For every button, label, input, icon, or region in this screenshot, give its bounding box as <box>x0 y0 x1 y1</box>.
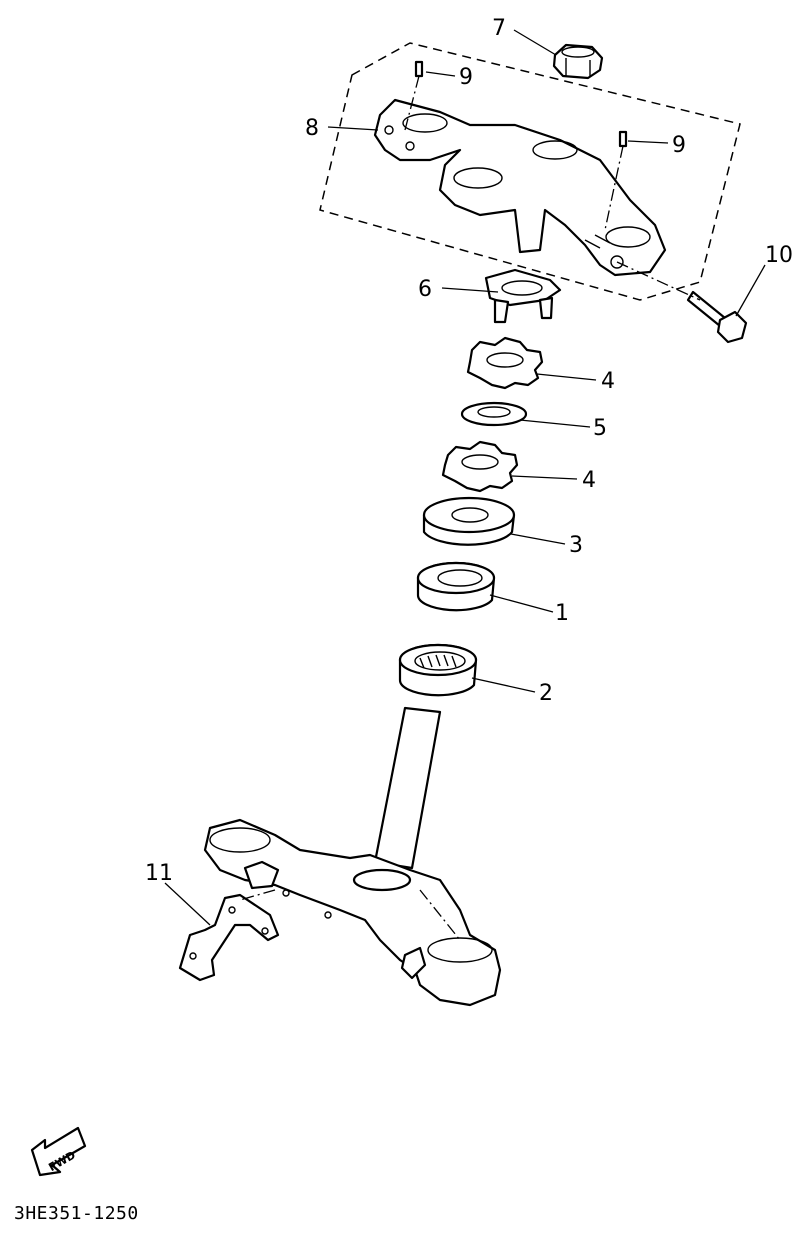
callout-7: 7 <box>492 16 506 41</box>
callout-3: 3 <box>569 533 583 558</box>
assembly-line-lower-bracket <box>419 889 461 941</box>
pin-part-9-right <box>618 130 628 148</box>
callout-11: 11 <box>145 861 173 886</box>
bolt-part-10 <box>686 290 748 344</box>
bracket-part-11 <box>178 893 280 982</box>
assembly-line-pin-right <box>604 145 624 231</box>
callout-6: 6 <box>418 277 432 302</box>
cap-nut-part-7 <box>552 43 604 80</box>
callout-2: 2 <box>539 681 553 706</box>
assembly-line-pin-left <box>404 75 420 131</box>
pin-part-9-left <box>414 60 424 78</box>
fwd-arrow-icon: FWD <box>30 1126 87 1177</box>
lock-washer-part-6 <box>484 268 562 324</box>
callout-8: 8 <box>305 116 319 141</box>
callout-10: 10 <box>765 243 793 268</box>
leader-lines <box>164 29 766 926</box>
upper-bracket-part-8 <box>373 98 667 277</box>
bearing-part-2 <box>398 643 478 697</box>
callout-9-right: 9 <box>672 133 686 158</box>
steering-stem-lower-bracket <box>203 706 502 1007</box>
ring-nut-part-4-lower <box>441 440 519 493</box>
callout-4-lower: 4 <box>582 468 596 493</box>
drawing-code: 3HE351-1250 <box>14 1203 139 1224</box>
callout-1: 1 <box>555 601 569 626</box>
callout-5: 5 <box>593 416 607 441</box>
ring-nut-part-4-upper <box>466 336 544 390</box>
assembly-line-bracket-11 <box>239 889 276 901</box>
callout-4-upper: 4 <box>601 369 615 394</box>
assembly-boundary-8 <box>319 42 741 301</box>
assembly-line-bolt-10 <box>616 261 701 301</box>
bearing-part-1 <box>416 561 496 612</box>
bearing-cover-part-3 <box>422 496 516 546</box>
washer-part-5 <box>460 401 528 427</box>
callout-9-left: 9 <box>459 65 473 90</box>
